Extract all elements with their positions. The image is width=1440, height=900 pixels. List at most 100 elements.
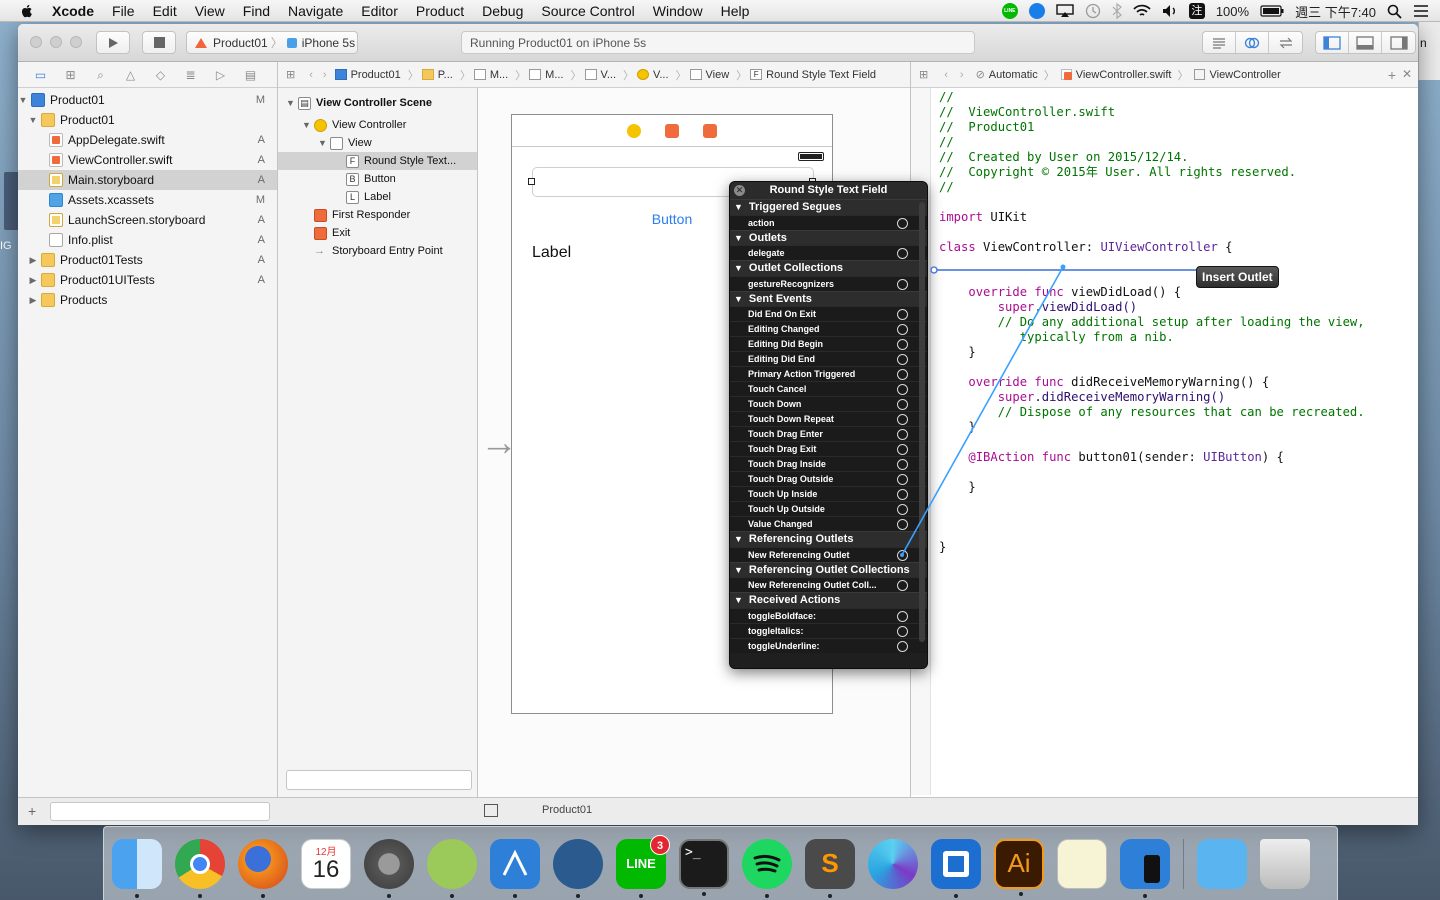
section-sent-events[interactable]: ▼Sent Events	[730, 290, 927, 306]
connection-new-referencing-outlet-collection[interactable]: New Referencing Outlet Coll...	[730, 577, 927, 592]
disclosure-closed-icon[interactable]: ▶	[29, 254, 37, 265]
sublime-text-icon[interactable]: S	[805, 838, 855, 898]
connection-circle-icon[interactable]	[897, 369, 908, 380]
battery-icon[interactable]	[1260, 5, 1284, 17]
outline-entry-point[interactable]: →Storyboard Entry Point	[314, 245, 443, 257]
debug-icon[interactable]: ≣	[185, 67, 196, 82]
stop-button[interactable]	[142, 31, 176, 54]
jumpbar-scene[interactable]: V...	[584, 69, 616, 81]
search-icon[interactable]: ⌕	[97, 67, 104, 82]
bluetooth-icon[interactable]	[1112, 3, 1122, 19]
chrome-icon[interactable]	[175, 838, 225, 898]
close-editor-icon[interactable]: ✕	[1401, 67, 1412, 81]
scheme-selector[interactable]: Product01 〉 iPhone 5s	[186, 31, 358, 54]
textedit-icon[interactable]	[1057, 838, 1107, 889]
nav-item-group[interactable]: ▼Product01	[28, 113, 115, 127]
connection-circle-icon[interactable]	[897, 625, 908, 637]
connection-circle-icon[interactable]	[897, 489, 908, 500]
version-editor-icon[interactable]	[1269, 32, 1302, 53]
wifi-icon[interactable]	[1133, 4, 1151, 18]
connection-delegate[interactable]: delegate	[730, 245, 927, 260]
connection-circle-icon[interactable]	[897, 217, 908, 229]
event-row[interactable]: Touch Drag Inside	[730, 456, 927, 471]
airplay-icon[interactable]	[1056, 4, 1074, 18]
navigator-toggle-icon[interactable]	[1316, 32, 1349, 53]
menu-editor[interactable]: Editor	[361, 2, 398, 19]
folder-icon[interactable]: ▭	[34, 67, 47, 82]
connection-circle-icon[interactable]	[897, 339, 908, 350]
disclosure-open-icon[interactable]: ▼	[18, 95, 28, 105]
related-items-icon[interactable]: ⊞	[286, 69, 296, 81]
action-row[interactable]: toggleUnderline:	[730, 637, 927, 653]
event-row[interactable]: Editing Changed	[730, 321, 927, 336]
code-editor[interactable]: // // ViewController.swift // Product01 …	[939, 90, 1365, 554]
menu-find[interactable]: Find	[242, 2, 271, 19]
android-studio-icon[interactable]	[427, 838, 477, 898]
popup-scrollbar[interactable]	[919, 202, 925, 642]
disclosure-open-icon[interactable]: ▼	[318, 138, 327, 148]
event-row[interactable]: Did End On Exit	[730, 306, 927, 321]
connection-circle-icon[interactable]	[897, 324, 908, 335]
jumpbar-storyboard-base[interactable]: M...	[529, 69, 564, 81]
input-method-icon[interactable]: 注	[1188, 3, 1205, 19]
outline-first-responder[interactable]: First Responder	[314, 206, 410, 224]
outline-view-controller[interactable]: ▼View Controller	[302, 118, 407, 132]
connection-circle-icon[interactable]	[897, 640, 908, 652]
menu-navigate[interactable]: Navigate	[288, 2, 344, 19]
photo-app-icon[interactable]	[868, 838, 918, 889]
back-icon[interactable]: ‹	[944, 68, 948, 81]
breakpoint-icon[interactable]: ▷	[215, 67, 226, 82]
connection-circle-icon[interactable]	[897, 354, 908, 365]
section-outlet-collections[interactable]: ▼Outlet Collections	[730, 260, 927, 276]
nav-item-products[interactable]: ▶Products	[29, 293, 108, 307]
jumpbar-group[interactable]: P...	[421, 69, 453, 81]
volume-icon[interactable]	[1162, 4, 1178, 18]
jumpbar-view[interactable]: View	[689, 69, 729, 81]
connection-circle-icon[interactable]	[897, 610, 908, 622]
editor-mode-control[interactable]	[1202, 31, 1303, 54]
section-received-actions[interactable]: ▼Received Actions	[730, 592, 927, 608]
battery-percent[interactable]: 100%	[1215, 3, 1250, 19]
shazam-status-icon[interactable]	[1028, 3, 1045, 19]
event-row[interactable]: Editing Did Begin	[730, 336, 927, 351]
sourcetree-icon[interactable]	[553, 838, 603, 898]
firefox-icon[interactable]	[238, 838, 288, 898]
qq-icon[interactable]	[931, 838, 981, 898]
disclosure-closed-icon[interactable]: ▶	[29, 294, 37, 305]
disclosure-closed-icon[interactable]: ▶	[29, 274, 37, 285]
menu-file[interactable]: File	[112, 2, 135, 19]
zoom-window-button[interactable]	[70, 36, 82, 48]
test-icon[interactable]: ◇	[155, 67, 166, 82]
warning-icon[interactable]: △	[125, 67, 136, 82]
connection-new-referencing-outlet[interactable]: New Referencing Outlet	[730, 546, 927, 562]
jumpbar-project[interactable]: Product01	[334, 69, 401, 81]
connection-circle-icon[interactable]	[897, 519, 908, 530]
assistant-file[interactable]: ViewController.swift	[1075, 68, 1172, 81]
connection-circle-icon[interactable]	[897, 549, 908, 561]
connection-circle-icon[interactable]	[897, 309, 908, 320]
notification-center-icon[interactable]	[1413, 4, 1429, 18]
jumpbar-storyboard[interactable]: M...	[473, 69, 508, 81]
connection-circle-icon[interactable]	[897, 248, 908, 259]
close-icon[interactable]: ✕	[734, 185, 745, 196]
back-icon[interactable]: ‹	[309, 68, 313, 81]
forward-icon[interactable]: ›	[959, 68, 964, 81]
assistant-symbol[interactable]: ViewController	[1209, 68, 1281, 81]
hierarchy-icon[interactable]: ⊞	[65, 67, 76, 82]
exit-icon[interactable]	[703, 123, 717, 138]
outline-filter-field[interactable]	[286, 770, 472, 790]
disclosure-open-icon[interactable]: ▼	[286, 98, 295, 108]
event-row[interactable]: Touch Cancel	[730, 381, 927, 396]
time-machine-icon[interactable]	[1085, 3, 1101, 19]
connection-circle-icon[interactable]	[897, 504, 908, 515]
assistant-mode[interactable]: Automatic	[988, 68, 1038, 81]
clock[interactable]: 週三 下午7:40	[1295, 4, 1376, 20]
system-preferences-icon[interactable]	[364, 838, 414, 898]
outline-toggle-icon[interactable]	[484, 804, 498, 817]
connection-circle-icon[interactable]	[897, 474, 908, 485]
close-window-button[interactable]	[30, 36, 42, 48]
